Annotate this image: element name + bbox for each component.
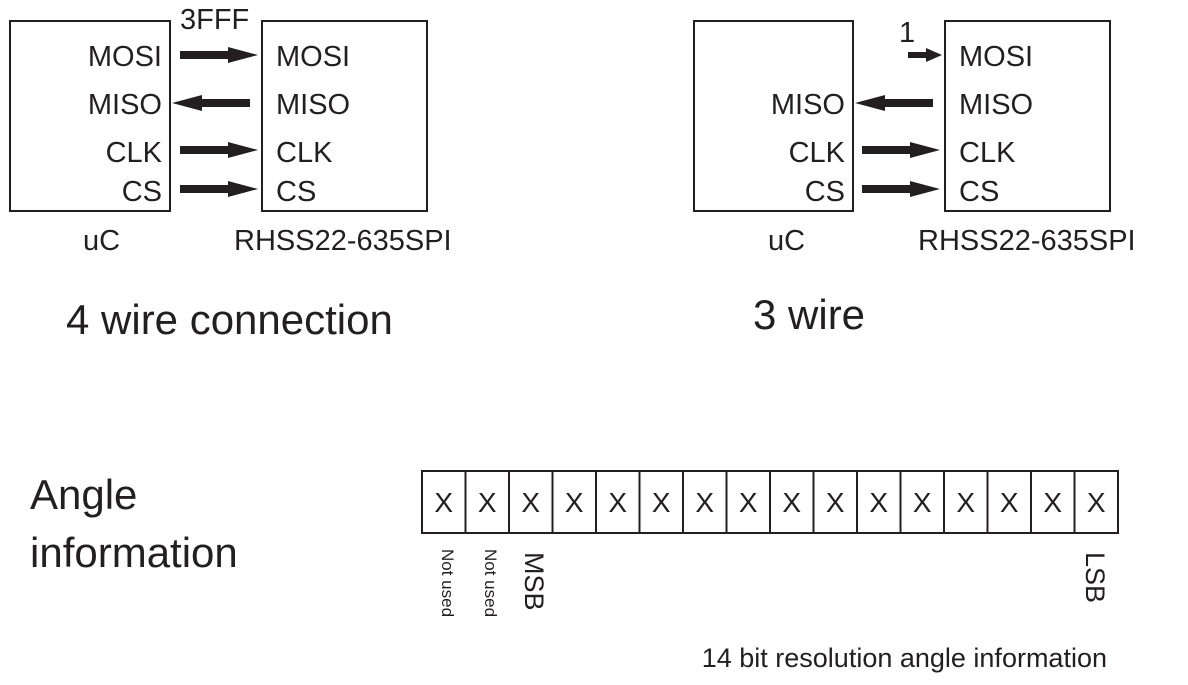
sensor-pin-miso-3wire: MISO: [959, 89, 1033, 121]
uc-label-3wire: uC: [768, 225, 805, 257]
arrow-right-mosi-3wire: [908, 48, 942, 62]
angle-title-line1: Angle: [30, 471, 137, 518]
top-value-3fff: 3FFF: [180, 4, 249, 36]
sensor-box-3wire: [944, 20, 1111, 212]
bit-value: X: [565, 487, 584, 518]
caption-3wire: 3 wire: [753, 291, 865, 338]
bit-value: X: [695, 487, 714, 518]
bit-value: X: [913, 487, 932, 518]
lsb-label: LSB: [1080, 552, 1110, 603]
bit-value: X: [652, 487, 671, 518]
bit-value: X: [521, 487, 540, 518]
bit-not-used-1: Not used: [438, 549, 457, 617]
uc-pin-clk: CLK: [106, 137, 163, 169]
sensor-label-4wire: RHSS22-635SPI: [234, 225, 452, 257]
input-value-1: 1: [899, 17, 915, 49]
bit-cell: [1073, 470, 1119, 534]
bit-not-used-2: Not used: [481, 549, 500, 617]
bit-value: X: [869, 487, 888, 518]
bit-cell: [943, 470, 989, 534]
arrow-right-cs-3wire: [862, 181, 940, 197]
bit-value: X: [739, 487, 758, 518]
three-wire-diagram: MISO CLK CS MOSI MISO CLK CS 1 uC RHSS22…: [693, 17, 1136, 338]
bit-value: X: [826, 487, 845, 518]
bit-cell: [812, 470, 858, 534]
uc-pin-cs: CS: [122, 176, 162, 208]
uc-pin-miso: MISO: [88, 89, 162, 121]
uc-box-3wire: [693, 20, 854, 212]
uc-pin-clk-3wire: CLK: [789, 137, 846, 169]
sensor-label-3wire: RHSS22-635SPI: [918, 225, 1136, 257]
bit-cell: [725, 470, 771, 534]
bit-cell: [595, 470, 641, 534]
bit-cell: [508, 470, 554, 534]
bit-value: X: [1087, 487, 1106, 518]
arrow-right-cs-4wire: [180, 181, 258, 197]
sensor-pin-clk-3wire: CLK: [959, 137, 1016, 169]
caption-4wire: 4 wire connection: [66, 296, 393, 343]
sensor-pin-mosi-3wire: MOSI: [959, 41, 1033, 73]
bit-value: X: [434, 487, 453, 518]
bit-value: X: [782, 487, 801, 518]
arrow-right-clk-3wire: [862, 142, 940, 158]
bit-cell: [551, 470, 597, 534]
angle-title-line2: information: [30, 529, 238, 576]
sensor-pin-cs-3wire: CS: [959, 176, 999, 208]
bit-cell: [421, 470, 467, 534]
msb-label: MSB: [519, 552, 549, 611]
bit-cell: [1030, 470, 1076, 534]
bit-value: X: [478, 487, 497, 518]
sensor-pin-clk: CLK: [276, 137, 333, 169]
bit-cell: [464, 470, 510, 534]
arrow-right-mosi-4wire: [180, 47, 258, 63]
uc-pin-miso-3wire: MISO: [771, 89, 845, 121]
bit-value: X: [956, 487, 975, 518]
bit-cell: [638, 470, 684, 534]
bit-cell: [899, 470, 945, 534]
sensor-pin-cs: CS: [276, 176, 316, 208]
arrow-left-miso-3wire: [855, 95, 933, 111]
arrow-right-clk-4wire: [180, 142, 258, 158]
sensor-box-4wire: [261, 20, 428, 212]
bit-value: X: [608, 487, 627, 518]
bit-cell: [769, 470, 815, 534]
uc-pin-cs-3wire: CS: [805, 176, 845, 208]
uc-label-4wire: uC: [83, 225, 120, 257]
bit-value: X: [1043, 487, 1062, 518]
bit-value: X: [1000, 487, 1019, 518]
arrow-left-miso-4wire: [172, 95, 250, 111]
sensor-pin-miso: MISO: [276, 89, 350, 121]
uc-box-4wire: [9, 20, 171, 212]
uc-pin-mosi: MOSI: [88, 41, 162, 73]
resolution-caption: 14 bit resolution angle information: [702, 643, 1107, 673]
sensor-pin-mosi: MOSI: [276, 41, 350, 73]
four-wire-diagram: MOSI MISO CLK CS MOSI MISO CLK CS 3FFF u…: [9, 4, 452, 343]
